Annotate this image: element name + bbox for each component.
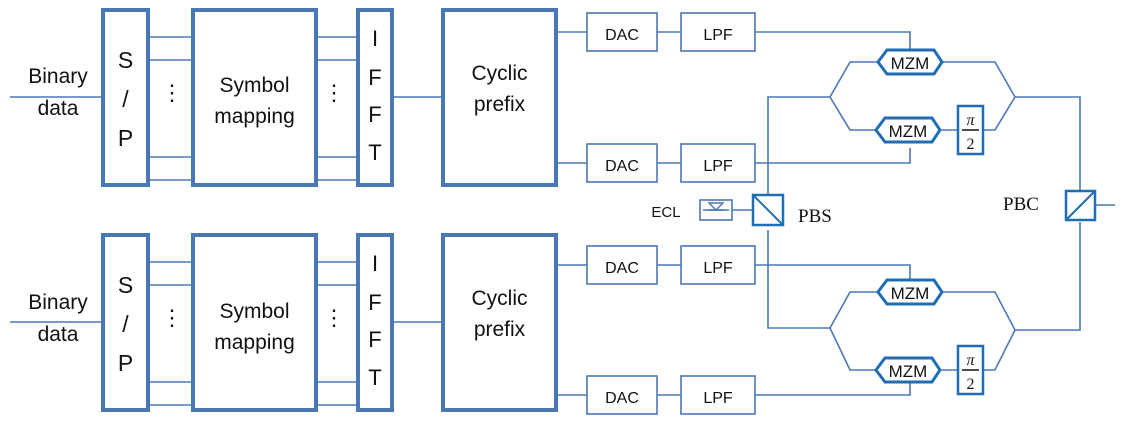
phase-shift-denominator: 2 xyxy=(967,136,975,153)
lpf-label: LPF xyxy=(703,158,733,175)
ifft-letter-t: T xyxy=(368,140,381,165)
ifft-letter-f2: F xyxy=(368,327,381,352)
cyclic-prefix-block xyxy=(441,8,558,187)
dac-block xyxy=(586,12,658,52)
cyclic-prefix-block xyxy=(441,233,558,412)
ifft-letter-i: I xyxy=(372,26,378,51)
sp-letter-slash: / xyxy=(122,311,129,337)
input-label-line2: data xyxy=(38,323,79,346)
optical-path xyxy=(942,222,1081,331)
laser-source: ECL xyxy=(651,199,753,221)
ifft-letter-i: I xyxy=(372,251,378,276)
optical-path xyxy=(767,61,878,210)
symbol-mapping-line2: mapping xyxy=(214,105,295,128)
mzm-label: MZM xyxy=(889,362,928,381)
dots: ⋮ xyxy=(323,305,345,330)
mzm-label: MZM xyxy=(891,284,930,303)
dac-block xyxy=(586,375,658,415)
ifft-letter-f1: F xyxy=(368,290,381,315)
ecl-label: ECL xyxy=(651,204,680,221)
phase-shift-denominator: 2 xyxy=(967,376,975,393)
dots: ⋮ xyxy=(323,80,345,105)
laser-diode-icon xyxy=(707,202,725,211)
dots: ⋮ xyxy=(161,80,183,105)
lpf-block xyxy=(680,12,756,52)
cyclic-prefix-line1: Cyclic xyxy=(472,287,528,310)
drive-line xyxy=(755,382,911,396)
symbol-mapping-line1: Symbol xyxy=(219,74,289,97)
symbol-mapping-line1: Symbol xyxy=(219,300,289,323)
pbs-diagonal xyxy=(752,194,784,226)
cyclic-prefix-line2: prefix xyxy=(474,93,526,116)
lpf-block xyxy=(680,245,756,285)
cyclic-prefix-line1: Cyclic xyxy=(472,62,528,85)
lpf-block xyxy=(680,143,756,183)
sp-letter-slash: / xyxy=(122,86,129,112)
ifft-letter-f2: F xyxy=(368,102,381,127)
cyclic-prefix-line2: prefix xyxy=(474,318,526,341)
sp-block xyxy=(101,8,150,187)
sp-letter-s: S xyxy=(118,272,133,298)
optical-path xyxy=(983,329,1016,371)
chain-top: Binary data S / P ⋮ Symbol mapping ⋮ I F… xyxy=(10,8,1081,210)
input-label-line1: Binary xyxy=(28,291,88,314)
mzm-label: MZM xyxy=(891,54,930,73)
mzm-label: MZM xyxy=(889,122,928,141)
optical-path xyxy=(829,96,876,131)
pbc: PBC xyxy=(1003,189,1115,222)
lpf-block xyxy=(680,375,756,415)
ifft-block xyxy=(356,8,394,187)
input-label-line2: data xyxy=(38,97,79,120)
sp-letter-s: S xyxy=(118,47,133,73)
input-label-line1: Binary xyxy=(28,65,88,88)
mzm-block xyxy=(876,48,944,76)
sp-letter-p: P xyxy=(118,125,133,151)
pbs: PBS xyxy=(751,193,832,227)
phase-shift-numerator: π xyxy=(966,112,975,129)
dac-label: DAC xyxy=(605,260,639,277)
optical-path xyxy=(829,327,876,371)
drive-line xyxy=(755,264,911,280)
dac-label: DAC xyxy=(605,158,639,175)
lpf-label: LPF xyxy=(703,260,733,277)
ifft-letter-f1: F xyxy=(368,65,381,90)
dac-label: DAC xyxy=(605,27,639,44)
symbol-mapping-block xyxy=(191,233,318,412)
drive-line xyxy=(755,148,911,164)
dac-block xyxy=(586,143,658,183)
ifft-letter-t: T xyxy=(368,365,381,390)
lpf-label: LPF xyxy=(703,390,733,407)
phase-shift-numerator: π xyxy=(966,352,975,369)
symbol-mapping-block xyxy=(191,8,318,187)
chain-bottom: Binary data S / P ⋮ Symbol mapping ⋮ I F… xyxy=(10,222,1081,415)
lpf-label: LPF xyxy=(703,27,733,44)
symbol-mapping-line2: mapping xyxy=(214,331,295,354)
sp-letter-p: P xyxy=(118,350,133,376)
optical-path xyxy=(983,96,1016,131)
sp-block xyxy=(101,233,150,412)
mzm-block xyxy=(876,278,944,306)
drive-line xyxy=(755,31,911,50)
ifft-block xyxy=(356,233,394,412)
pbs-label: PBS xyxy=(798,206,832,227)
dac-label: DAC xyxy=(605,390,639,407)
pbc-label: PBC xyxy=(1003,194,1039,215)
optical-path xyxy=(767,230,878,329)
dots: ⋮ xyxy=(161,305,183,330)
pbc-diagonal xyxy=(1065,190,1096,221)
